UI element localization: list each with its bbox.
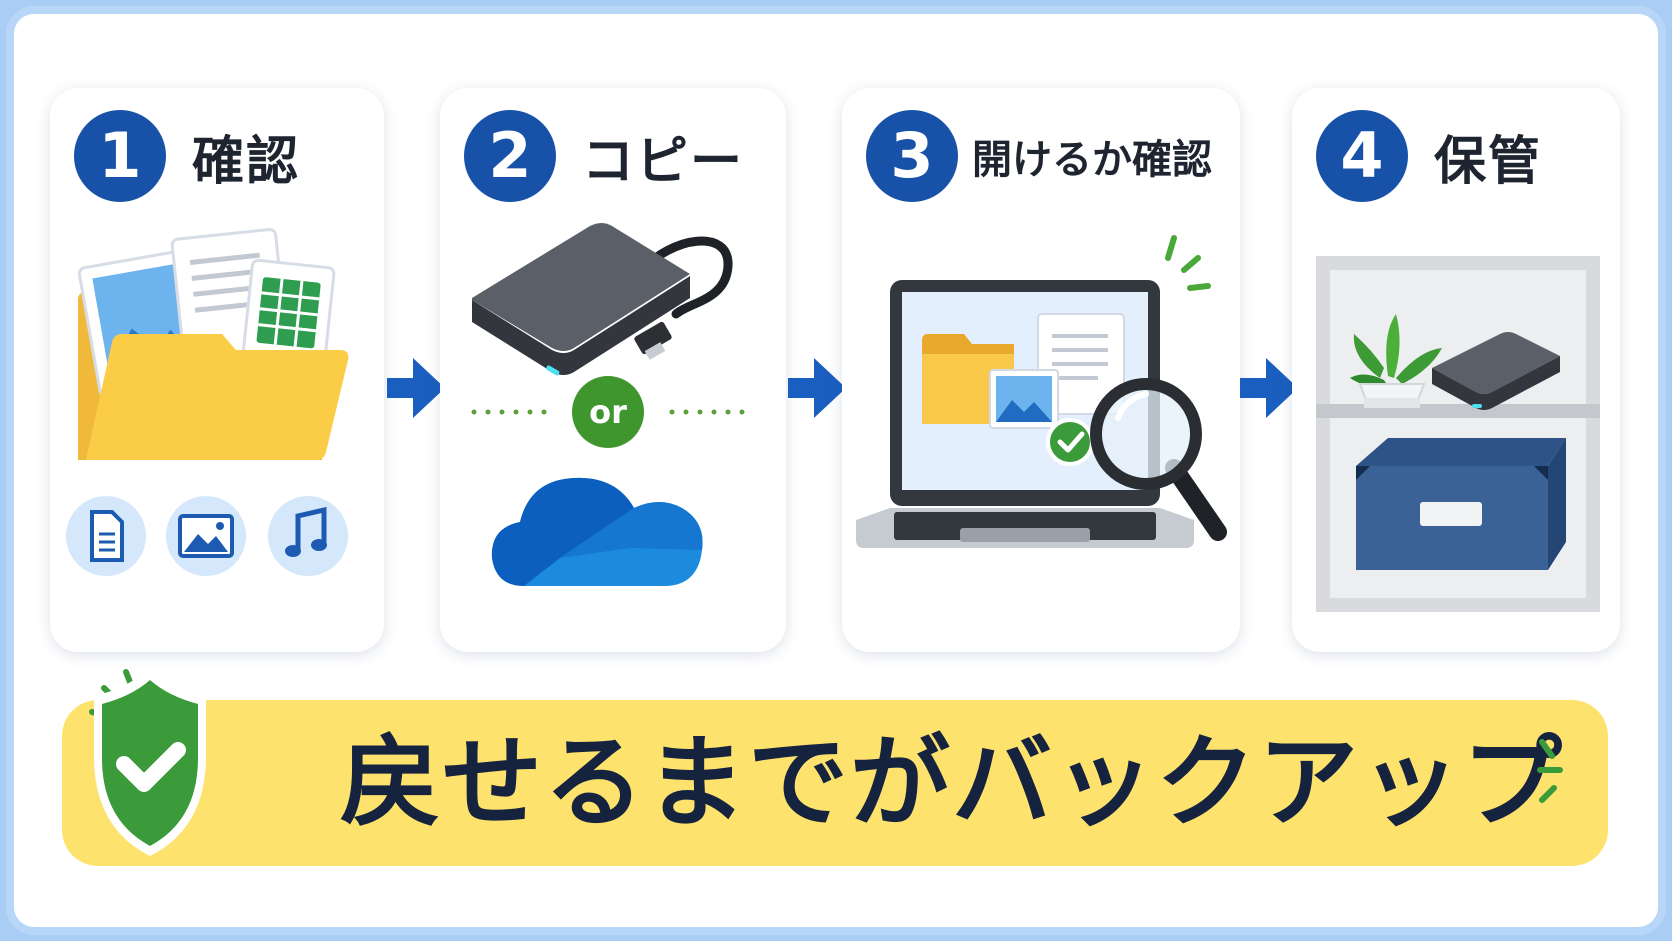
step-label-2: コピー (582, 131, 745, 192)
banner-text: 戻せるまでがバックアップ (340, 724, 1564, 841)
step-card-1: 1 確認 (50, 88, 384, 652)
text-file-icon (1037, 313, 1125, 415)
step-header-1: 1 確認 (74, 110, 300, 202)
storage-box-icon (1356, 438, 1566, 570)
step-1-illustration (66, 228, 349, 576)
step-number-3: 3 (866, 110, 958, 202)
step-number-4: 4 (1316, 110, 1408, 202)
sparkle-lines (1537, 739, 1563, 803)
step-header-3: 3 開けるか確認 (866, 110, 1212, 202)
music-icon (268, 496, 348, 576)
arrow-right-icon (788, 358, 846, 418)
step-2-illustration (471, 223, 745, 586)
step-card-2: 2 コピー or (440, 88, 786, 652)
step-4-illustration (1316, 256, 1600, 612)
step-card-4: 4 保管 (1292, 88, 1620, 652)
check-icon (1046, 418, 1094, 466)
external-drive-icon (1432, 332, 1560, 410)
summary-banner: 戻せるまでがバックアップ (62, 668, 1608, 866)
step-header-4: 4 保管 (1316, 110, 1542, 202)
arrow-right-icon (387, 358, 445, 418)
step-number-2: 2 (464, 110, 556, 202)
or-label: or (589, 393, 627, 431)
cloud-icon (491, 477, 703, 586)
step-label-3: 開けるか確認 (972, 137, 1212, 183)
document-icon (66, 496, 146, 576)
sparkle-lines (1165, 235, 1211, 291)
step-label-1: 確認 (192, 131, 301, 192)
step-3-illustration (856, 235, 1227, 548)
step-label-4: 保管 (1434, 131, 1543, 192)
folder-front (86, 334, 349, 460)
or-separator (471, 376, 745, 448)
shield-check-icon (89, 668, 206, 856)
external-drive-icon (472, 223, 733, 376)
spreadsheet-icon (241, 258, 336, 373)
step-number-1: 1 (74, 110, 166, 202)
step-card-3: 3 開けるか確認 (842, 88, 1240, 652)
step-header-2: 2 コピー (464, 110, 744, 202)
magnifier-icon (1090, 378, 1227, 541)
plant-icon (1350, 314, 1442, 408)
image-icon (166, 496, 246, 576)
arrow-right-icon (1240, 358, 1298, 418)
image-icon (989, 369, 1059, 429)
